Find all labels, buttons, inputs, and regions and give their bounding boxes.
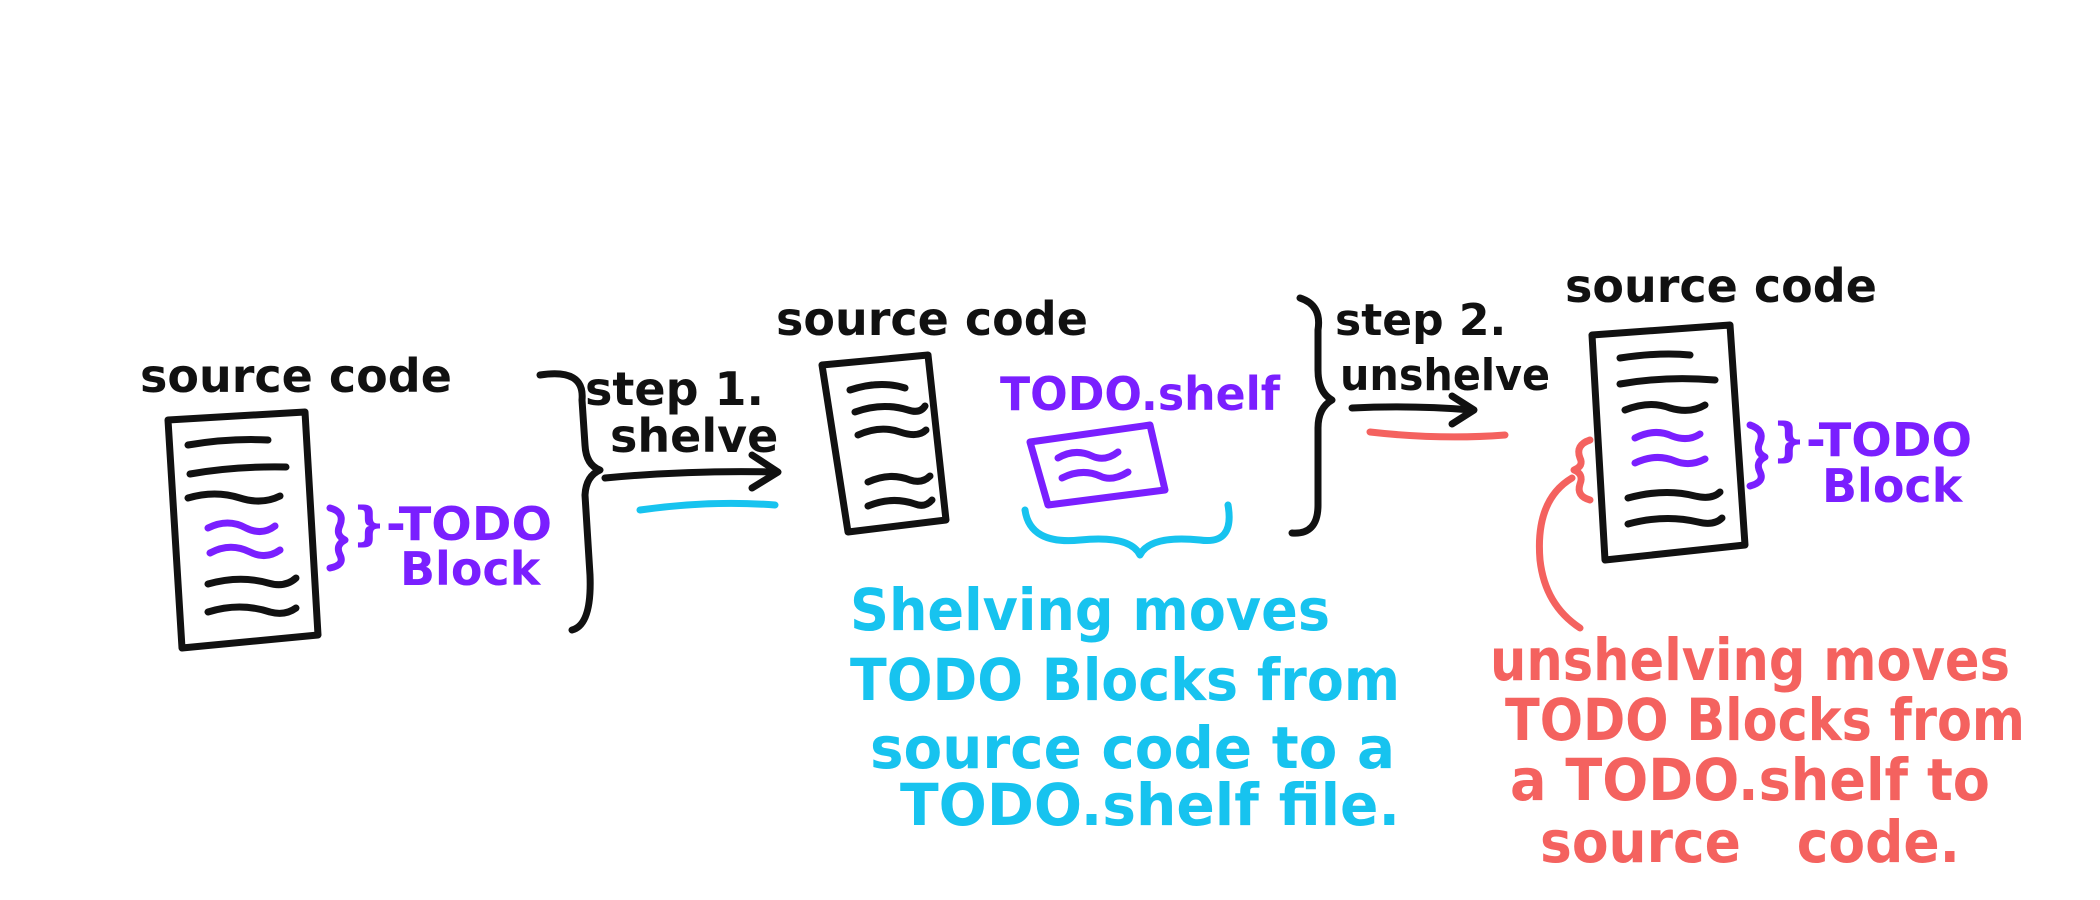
- stage3-document-icon: [1588, 321, 1749, 564]
- shelving-note: Shelving moves TODO Blocks from source c…: [850, 576, 1400, 839]
- stage3-todo-label-line1: }-TODO: [1772, 413, 1972, 467]
- shelf-underbrace: [1021, 501, 1233, 559]
- unshelving-note: unshelving moves TODO Blocks from a TODO…: [1490, 626, 2025, 876]
- stage2-group: source code TODO.shelf: [776, 292, 1281, 559]
- curly-brace-step1: [536, 370, 604, 634]
- stage3-group: source code }-TODO Block: [1535, 259, 1972, 632]
- step2-arrow-icon: [1348, 392, 1478, 428]
- stage1-todo-brace: [326, 504, 349, 572]
- step1-shelve-underline: [636, 499, 779, 514]
- step1-arrow-icon: [601, 451, 782, 492]
- stage1-title: source code: [140, 349, 452, 403]
- unshelving-note-line3: a TODO.shelf to: [1510, 746, 1990, 814]
- unshelving-note-line1: unshelving moves: [1490, 626, 2010, 694]
- stage1-todo-label-line2: Block: [400, 542, 542, 596]
- stage3-todo-brace: [1746, 421, 1769, 490]
- stage1-group: source code }-TODO Block: [140, 349, 552, 652]
- stage2-document-icon: [818, 351, 950, 536]
- step2-label-line2: unshelve: [1340, 350, 1550, 401]
- shelving-note-line3: source code to a: [870, 714, 1395, 782]
- step1-label-line1: step 1.: [585, 362, 764, 416]
- stage3-todo-label-line2: Block: [1822, 459, 1964, 513]
- step2-unshelve-underline: [1366, 428, 1509, 441]
- shelving-note-line4: TODO.shelf file.: [900, 771, 1400, 839]
- curly-brace-step2: [1288, 294, 1336, 537]
- stage2-title: source code: [776, 292, 1088, 346]
- shelving-note-line1: Shelving moves: [850, 576, 1330, 644]
- shelf-file-icon: [1026, 421, 1169, 509]
- shelving-note-line2: TODO Blocks from: [850, 646, 1400, 714]
- step1-group: step 1. shelve: [585, 362, 782, 514]
- unshelving-note-line4: source code.: [1540, 808, 1960, 876]
- stage3-title: source code: [1565, 259, 1877, 313]
- unshelving-note-line2: TODO Blocks from: [1505, 686, 2025, 754]
- stage2-shelf-title: TODO.shelf: [1000, 367, 1281, 421]
- step2-group: step 2. unshelve: [1335, 295, 1550, 441]
- stage1-todo-label-line1: }-TODO: [352, 497, 552, 551]
- stage3-red-pointer: [1535, 474, 1584, 632]
- stage3-red-brace: [1570, 436, 1594, 504]
- stage1-document-icon: [164, 408, 322, 652]
- step2-label-line1: step 2.: [1335, 295, 1506, 346]
